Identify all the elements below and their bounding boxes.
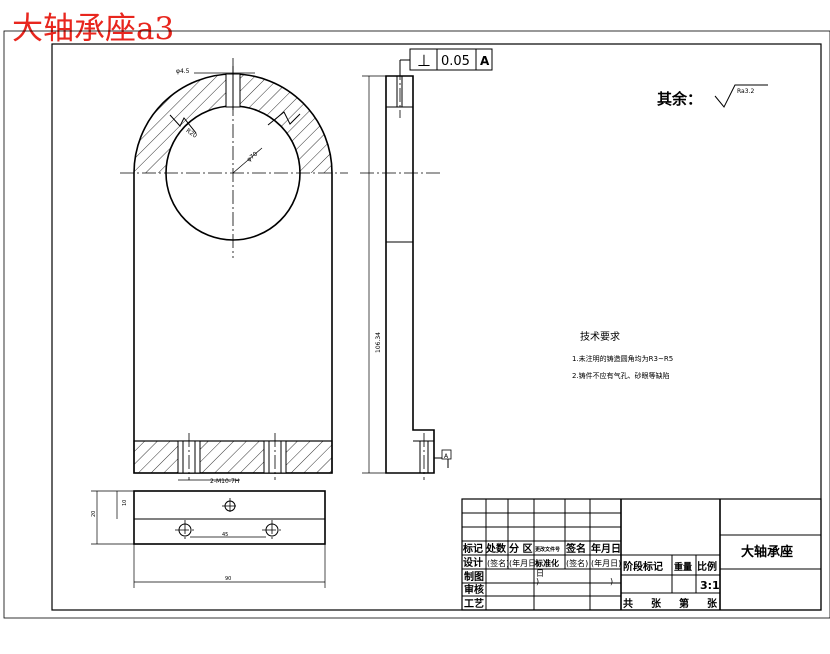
tb-std-sign: (签名) xyxy=(566,558,588,568)
side-view: 106.34 A xyxy=(360,59,452,480)
tech-item-1: 1.未注明的铸造圆角均为R3~R5 xyxy=(572,354,673,363)
tb-sheets-no: 第 xyxy=(679,597,689,610)
dim-hole-spacing: 2-M10-7H xyxy=(210,478,239,485)
tb-std-date: (年月日) xyxy=(591,558,621,568)
tb-check: 审核 xyxy=(464,583,484,596)
tb-sheets-unit1: 张 xyxy=(651,597,662,610)
front-view: φ4.5 R20 φ70 2-M10-7H xyxy=(120,58,348,485)
tb-date: 年月日 xyxy=(591,542,621,555)
title-block: 标记 处数 分 区 更改文件号 签名 年月日 设计 (签名) (年月日) 标准化… xyxy=(461,498,822,611)
tolerance-datum: A xyxy=(480,54,490,68)
tech-requirements: 技术要求 1.未注明的铸造圆角均为R3~R5 2.铸件不应有气孔、砂眼等缺陷 xyxy=(572,330,673,380)
roughness-label: 其余： xyxy=(657,90,702,108)
tolerance-frame: ⊥ 0.05 A xyxy=(409,48,493,71)
arch-section-hatch xyxy=(134,74,332,173)
tb-part-name: 大轴承座 xyxy=(741,544,793,560)
tolerance-symbol: ⊥ xyxy=(417,51,431,70)
tb-change-doc: 更改文件号 xyxy=(535,546,560,553)
tb-count: 处数 xyxy=(485,542,507,555)
tb-sheets-unit2: 张 xyxy=(707,597,718,610)
tb-mark: 标记 xyxy=(462,542,483,555)
tb-design-sign: (签名) xyxy=(487,558,509,568)
tb-zone: 分 区 xyxy=(509,542,532,555)
roughness-value: Ra3.2 xyxy=(737,88,754,95)
tb-mark-d: 日 xyxy=(536,569,544,578)
dim-bottom-offset: 10 xyxy=(122,500,128,506)
bottom-outline xyxy=(133,490,326,545)
inner-border xyxy=(51,43,822,611)
tb-process: 工艺 xyxy=(464,597,484,610)
tb-sheets-total: 共 xyxy=(623,597,633,610)
base-section-hatch xyxy=(133,440,333,474)
break-line-right xyxy=(267,111,301,126)
outer-border xyxy=(3,30,830,619)
tb-standard: 标准化 xyxy=(534,558,559,568)
tb-mark-p1: ) xyxy=(536,577,539,586)
side-outline xyxy=(385,75,435,474)
tb-stage: 阶段标记 xyxy=(623,560,663,573)
datum-box xyxy=(441,449,452,460)
dim-chamfer: R20 xyxy=(184,127,198,140)
tb-design: 设计 xyxy=(463,556,483,569)
tech-item-2: 2.铸件不应有气孔、砂眼等缺陷 xyxy=(572,371,670,380)
dim-bottom-height: 20 xyxy=(91,511,97,517)
tb-scale: 3:1 xyxy=(700,579,720,592)
dim-bottom-width: 90 xyxy=(225,576,231,582)
roughness-note: 其余： Ra3.2 xyxy=(657,84,768,108)
tb-mark-p2: ) xyxy=(610,577,613,586)
tech-title: 技术要求 xyxy=(580,330,620,343)
tb-weight: 重量 xyxy=(674,561,692,573)
tolerance-value: 0.05 xyxy=(441,54,470,69)
page-title: 大轴承座a3 xyxy=(12,11,175,47)
dim-side-height: 106.34 xyxy=(375,332,382,353)
bottom-view: 45 20 10 90 xyxy=(91,490,326,588)
dim-top-width: φ4.5 xyxy=(176,68,190,75)
dim-bottom-hole-spacing: 45 xyxy=(222,532,228,538)
tb-ratio: 比例 xyxy=(697,560,717,573)
tb-signature: 签名 xyxy=(565,542,586,555)
datum-label: A xyxy=(444,453,449,460)
tb-drawing: 制图 xyxy=(464,570,484,583)
break-line-left xyxy=(169,114,197,134)
tb-design-date: (年月日) xyxy=(509,558,539,568)
roughness-symbol xyxy=(714,84,768,108)
